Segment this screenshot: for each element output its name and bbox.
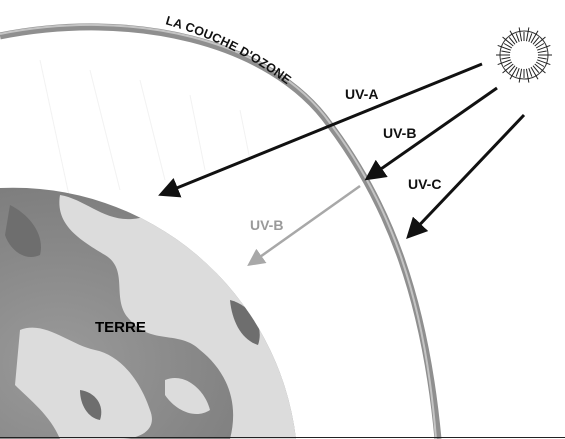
- sun-ray: [535, 61, 545, 67]
- earth-globe-icon: [0, 187, 296, 439]
- sun-ray: [525, 68, 530, 83]
- sun-ray: [528, 67, 533, 77]
- sun-ray: [502, 63, 514, 74]
- sun-ray: [534, 36, 546, 47]
- sun-ray: [535, 43, 545, 49]
- uv-b-absorbed-ray: [247, 184, 361, 267]
- sun-ray: [528, 33, 533, 43]
- uv-a-label: UV-A: [345, 86, 378, 102]
- sun-ray: [509, 66, 518, 80]
- sun-ray: [536, 59, 551, 66]
- sun-ray: [530, 66, 539, 80]
- sun-ray: [518, 68, 523, 83]
- sun-ray: [518, 27, 523, 42]
- uv-c-ray: [406, 113, 526, 240]
- sun-ray: [530, 30, 539, 44]
- sun-icon: [496, 27, 552, 83]
- sun-ray: [508, 37, 516, 45]
- sun-ray: [534, 63, 546, 74]
- sun-ray: [501, 56, 511, 60]
- sun-ray: [537, 50, 547, 54]
- sun-ray: [497, 44, 512, 51]
- sun-ray: [536, 44, 551, 51]
- sun-ray: [501, 50, 511, 54]
- uv-b-absorbed-label: UV-B: [250, 217, 283, 233]
- sun-ray: [525, 27, 530, 42]
- sun-ray: [508, 65, 516, 73]
- sun-ray: [503, 61, 513, 67]
- sun-ray: [537, 56, 547, 60]
- atmosphere-streaks: [39, 59, 251, 201]
- sun-ray: [497, 59, 512, 66]
- sun-ray: [503, 43, 513, 49]
- sun-ray: [532, 37, 540, 45]
- ozone-layer-highlight: [0, 23, 437, 439]
- sun-ray: [515, 67, 520, 77]
- earth-label: TERRE: [95, 319, 146, 336]
- sun-ray: [509, 30, 518, 44]
- sun-ray: [502, 36, 514, 47]
- sun-ray: [515, 33, 520, 43]
- uv-b-ray: [364, 86, 498, 181]
- uv-a-ray: [158, 62, 483, 198]
- sun-ray: [532, 65, 540, 73]
- uv-b-label: UV-B: [383, 125, 416, 141]
- uv-c-label: UV-C: [408, 176, 441, 192]
